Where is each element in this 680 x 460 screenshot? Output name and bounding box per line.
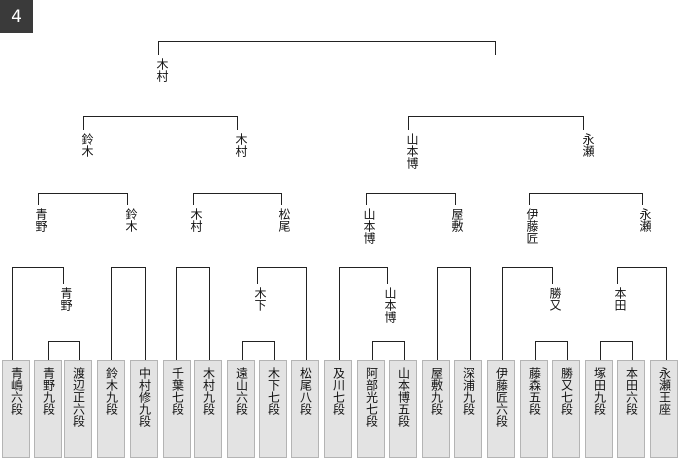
bracket-connector (48, 341, 80, 360)
winner-name: 木村 (189, 208, 203, 232)
bracket-connector (529, 193, 643, 205)
player-slot: 中村修九段 (130, 360, 158, 458)
semifinal-winner-name: 木村 (155, 58, 169, 82)
winner-name: 鈴木 (124, 208, 138, 232)
player-name: 藤森五段 (527, 367, 542, 415)
winner-name: 木下 (253, 287, 267, 311)
player-slot: 勝又七段 (552, 360, 580, 458)
player-slot: 及川七段 (324, 360, 352, 458)
bracket-connector (193, 193, 282, 205)
player-slot: 渡辺正六段 (64, 360, 92, 458)
player-name: 松尾八段 (298, 367, 313, 415)
player-slot: 山本博五段 (389, 360, 417, 458)
bracket-connector (437, 267, 471, 360)
player-name: 本田六段 (624, 367, 639, 415)
player-name: 阿部光七段 (364, 367, 379, 427)
bracket-connector (502, 267, 553, 360)
bracket-connector (339, 267, 388, 360)
player-name: 青野九段 (41, 367, 56, 415)
player-slot: 遠山六段 (227, 360, 255, 458)
player-name: 木村九段 (201, 367, 216, 415)
winner-name: 木村 (234, 133, 248, 157)
winner-name: 鈴木 (80, 133, 94, 157)
player-slot: 阿部光七段 (357, 360, 385, 458)
player-name: 永瀬王座 (657, 367, 672, 415)
player-name: 青嶋六段 (9, 367, 24, 415)
player-slot: 深浦九段 (454, 360, 482, 458)
player-slot: 松尾八段 (291, 360, 319, 458)
winner-name: 山本博 (383, 287, 397, 323)
player-slot: 藤森五段 (520, 360, 548, 458)
player-slot: 木村九段 (194, 360, 222, 458)
player-slot: 木下七段 (259, 360, 287, 458)
winner-name: 青野 (34, 208, 48, 232)
player-name: 深浦九段 (461, 367, 476, 415)
bracket-connector (600, 341, 633, 360)
winner-name: 勝又 (548, 287, 562, 311)
winner-name: 山本博 (405, 133, 419, 169)
player-name: 塚田九段 (592, 367, 607, 415)
player-slot: 青野九段 (34, 360, 62, 458)
player-name: 渡辺正六段 (71, 367, 86, 427)
winner-name: 永瀬 (638, 208, 652, 232)
winner-name: 屋敷 (450, 208, 464, 232)
winner-name: 本田 (613, 287, 627, 311)
player-slot: 永瀬王座 (650, 360, 678, 458)
player-slot: 塚田九段 (585, 360, 613, 458)
player-name: 木下七段 (266, 367, 281, 415)
player-slot: 千葉七段 (163, 360, 191, 458)
winner-name: 松尾 (277, 208, 291, 232)
bracket-number-badge: 4 (0, 0, 33, 33)
player-slot: 屋敷九段 (422, 360, 450, 458)
player-slot: 青嶋六段 (2, 360, 30, 458)
player-slot: 鈴木九段 (97, 360, 125, 458)
player-name: 及川七段 (331, 367, 346, 415)
bracket-connector (372, 341, 405, 360)
bracket-connector (38, 193, 128, 205)
player-name: 屋敷九段 (429, 367, 444, 415)
player-name: 千葉七段 (170, 367, 185, 415)
winner-name: 青野 (59, 287, 73, 311)
player-name: 勝又七段 (559, 367, 574, 415)
bracket-connector (617, 267, 667, 360)
player-slot: 伊藤匠六段 (487, 360, 515, 458)
bracket-connector (158, 41, 496, 55)
player-name: 中村修九段 (137, 367, 152, 427)
player-name: 伊藤匠六段 (494, 367, 509, 427)
winner-name: 伊藤匠 (525, 208, 539, 244)
player-name: 遠山六段 (234, 367, 249, 415)
bracket-connector (408, 116, 584, 130)
player-name: 山本博五段 (396, 367, 411, 427)
bracket-connector (111, 267, 146, 360)
bracket-connector (535, 341, 568, 360)
bracket-connector (366, 193, 456, 205)
bracket-connector (257, 267, 307, 360)
winner-name: 永瀬 (581, 133, 595, 157)
player-slot: 本田六段 (617, 360, 645, 458)
bracket-connector (176, 267, 210, 360)
bracket-connector (242, 341, 275, 360)
bracket-connector (83, 116, 238, 130)
bracket-connector (12, 267, 64, 360)
player-name: 鈴木九段 (104, 367, 119, 415)
winner-name: 山本博 (362, 208, 376, 244)
